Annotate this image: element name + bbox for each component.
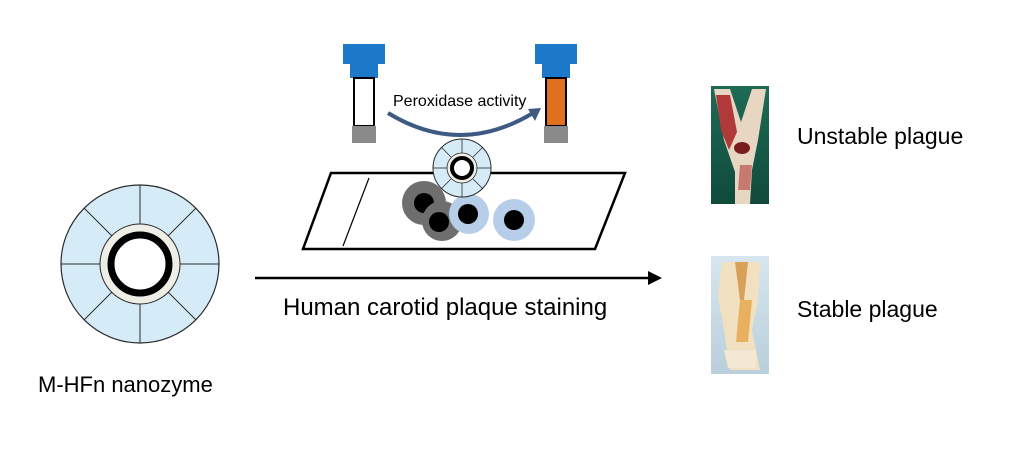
- stable-tissue-photo: [711, 256, 769, 374]
- arrow-icon: [255, 271, 662, 285]
- test-tube-icon: [343, 44, 385, 143]
- staining-label: Human carotid plaque staining: [283, 294, 608, 321]
- unstable-tissue-photo: [711, 86, 769, 204]
- stable-plaque-label: Stable plague: [797, 296, 938, 322]
- cells-group: [402, 181, 535, 241]
- peroxidase-arc: [386, 108, 541, 137]
- nanozyme-label: M-HFn nanozyme: [38, 372, 213, 397]
- test-tube-orange-icon: [535, 44, 577, 143]
- unstable-plaque-label: Unstable plague: [797, 123, 964, 149]
- small-nanozyme-icon: [432, 138, 492, 198]
- nanozyme-icon: [60, 184, 220, 344]
- peroxidase-label: Peroxidase activity: [393, 93, 527, 110]
